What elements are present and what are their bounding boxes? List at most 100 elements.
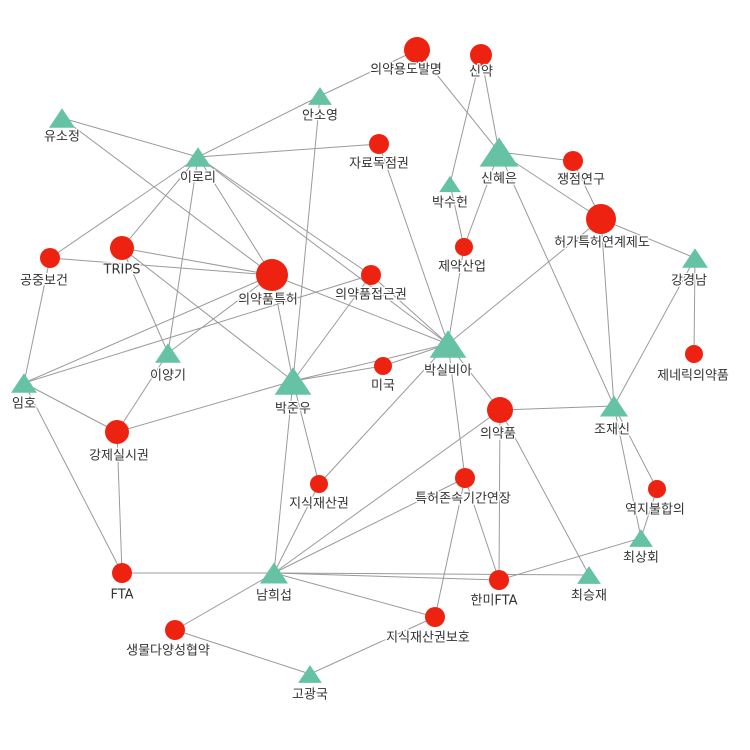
graph-edge (116, 431, 123, 574)
author-node-triangle[interactable] (274, 367, 312, 395)
keyword-node-circle[interactable] (685, 345, 703, 363)
node-label: 의약품접근권 (335, 288, 407, 303)
author-node-triangle[interactable] (479, 137, 519, 167)
author-node-triangle[interactable] (429, 330, 467, 358)
author-node-triangle[interactable] (577, 566, 601, 584)
keyword-node-circle[interactable] (563, 151, 583, 171)
node-label: 안소영 (302, 109, 338, 124)
graph-edge (447, 343, 466, 479)
author-node-triangle[interactable] (11, 373, 37, 393)
node-label: 조재신 (594, 423, 630, 438)
graph-edge (116, 352, 169, 433)
keyword-node-circle[interactable] (112, 563, 132, 583)
author-node-triangle[interactable] (599, 395, 629, 417)
keyword-node-circle[interactable] (648, 480, 666, 498)
node-label: 쟁점연구 (557, 173, 605, 188)
keyword-node-circle[interactable] (369, 134, 389, 154)
node-label: 최상회 (623, 551, 659, 566)
author-node-triangle[interactable] (185, 147, 211, 167)
graph-edge (463, 151, 500, 248)
node-label: 지식재산권보호 (386, 631, 470, 646)
node-label: 남희섭 (256, 589, 292, 604)
node-label: FTA (110, 588, 133, 603)
keyword-node-circle[interactable] (455, 238, 473, 256)
graph-edge (273, 572, 500, 581)
node-label: 임호 (12, 397, 36, 412)
graph-edge (23, 274, 273, 384)
keyword-node-circle[interactable] (487, 397, 513, 423)
graph-edge (499, 405, 615, 411)
keyword-node-circle[interactable] (110, 236, 134, 260)
keyword-node-circle[interactable] (256, 259, 288, 291)
keyword-node-circle[interactable] (489, 570, 509, 590)
graph-edge (273, 380, 294, 574)
graph-edge (370, 274, 449, 345)
graph-edge (174, 572, 275, 631)
node-label: 신약 (469, 65, 493, 80)
graph-edge (613, 257, 696, 407)
graph-edge (273, 572, 436, 618)
node-label: 강경남 (671, 274, 707, 289)
keyword-node-circle[interactable] (404, 37, 430, 63)
node-label: 특허존속기간연장 (415, 492, 511, 507)
author-node-triangle[interactable] (308, 87, 332, 105)
node-label: 이로리 (180, 171, 216, 186)
node-label: 고광국 (292, 688, 328, 703)
graph-edge (480, 54, 500, 153)
graph-edge (273, 483, 320, 574)
node-label: 허가특허연계제도 (554, 236, 650, 251)
graph-edge (449, 183, 465, 248)
node-label: 제네릭의약품 (657, 369, 729, 384)
graph-edge (600, 218, 615, 407)
graph-edge (49, 257, 273, 276)
graph-edge (271, 274, 294, 382)
node-label: 유소정 (44, 130, 80, 145)
node-label: 의약용도발명 (370, 63, 442, 78)
graph-edge (292, 343, 449, 382)
keyword-node-circle[interactable] (40, 248, 60, 268)
node-label: 신혜은 (481, 172, 517, 187)
keyword-node-circle[interactable] (310, 475, 328, 493)
graph-edge (271, 274, 449, 345)
keyword-node-circle[interactable] (105, 420, 129, 444)
keyword-node-circle[interactable] (586, 204, 616, 234)
keyword-node-circle[interactable] (425, 607, 445, 627)
graph-edge (197, 95, 321, 158)
author-node-triangle[interactable] (682, 248, 708, 268)
node-label: 역지불합의 (625, 503, 685, 518)
graph-edge (23, 382, 123, 574)
keyword-node-circle[interactable] (165, 620, 185, 640)
node-label: 이양기 (150, 369, 186, 384)
keyword-node-circle[interactable] (374, 357, 392, 375)
node-label: 의약품 (480, 427, 516, 442)
graph-edge (197, 156, 273, 276)
author-node-triangle[interactable] (439, 175, 461, 193)
graph-edge (174, 629, 311, 675)
graph-edge (292, 365, 384, 382)
graph-edge (273, 409, 501, 574)
author-node-triangle[interactable] (629, 529, 653, 547)
node-label: 박수헌 (432, 196, 468, 211)
author-node-triangle[interactable] (49, 108, 75, 128)
graph-edge (197, 156, 372, 276)
graph-edge (273, 477, 466, 574)
node-label: 제약산업 (438, 260, 486, 275)
author-node-triangle[interactable] (298, 665, 322, 683)
graph-edge (292, 274, 372, 382)
graph-edge (498, 409, 501, 581)
graph-edge (167, 274, 273, 354)
graph-edge (121, 247, 294, 382)
keyword-node-circle[interactable] (361, 265, 381, 285)
keyword-node-circle[interactable] (470, 44, 492, 66)
graph-edge (600, 218, 696, 259)
keyword-node-circle[interactable] (455, 468, 475, 488)
author-node-triangle[interactable] (259, 562, 289, 584)
graph-edge (167, 156, 199, 354)
graph-edge (447, 218, 602, 345)
graph-edge (434, 477, 466, 618)
node-label: TRIPS (103, 263, 141, 278)
graph-edge (49, 156, 199, 259)
author-node-triangle[interactable] (155, 343, 181, 363)
